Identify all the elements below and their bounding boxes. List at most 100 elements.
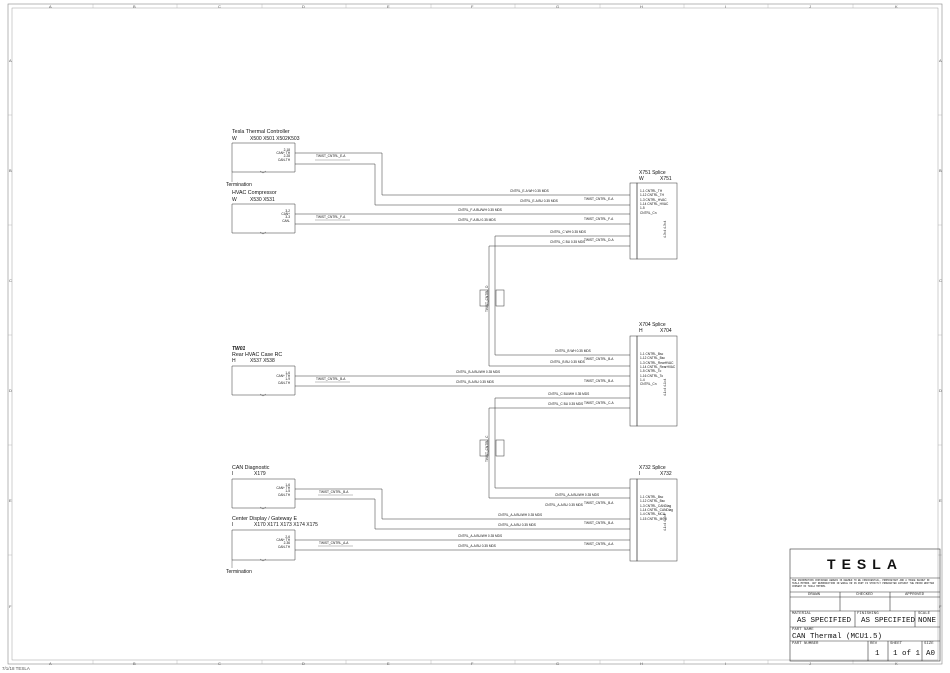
thermal-controller-connectors: X500 X501 X502K503 xyxy=(250,136,300,142)
wire-label-w13: CNTRL_A-A BU 0.35 MDS xyxy=(545,503,583,507)
finishing-value: AS SPECIFIED xyxy=(861,617,916,625)
twist-label-riser-1: TWIST_CNTRL_D xyxy=(485,285,489,312)
size-value: A0 xyxy=(926,650,936,658)
grid-col-top-c: C xyxy=(218,4,221,9)
splice-x751-conn: X751 xyxy=(660,176,672,182)
part-name-value: CAN Thermal (MCU1.5) xyxy=(792,633,883,641)
twist-label-d: TWIST_CNTRL_D-A xyxy=(584,238,614,242)
grid-row-left-c: C xyxy=(9,278,12,283)
grid-row-left-b: B xyxy=(9,168,12,173)
grid-col-top-j: J xyxy=(809,4,811,9)
splice-x704-side: 4-1=4 4-1=4 xyxy=(663,378,667,396)
wire-label-w4: CNTRL_F-A BU 0.35 MDS xyxy=(458,218,496,222)
size-label: SIZE xyxy=(924,642,934,646)
rev-label: REV xyxy=(870,642,878,646)
center-display-connectors: X170 X171 X173 X174 X175 xyxy=(254,522,318,528)
material-value: AS SPECIFIED xyxy=(797,617,852,625)
wire-label-w1: CNTRL_E-A WH 0.35 MDS xyxy=(510,189,549,193)
thermal-controller-desig: W xyxy=(232,136,237,142)
wire-label-w7: CNTRL_B-A BU/WH 0.35 MDS xyxy=(456,370,501,374)
thermal-controller-name: Tesla Thermal Controller xyxy=(232,129,290,135)
grid-row-left-d: D xyxy=(9,388,12,393)
splice-x732-pins: 1-1 CNTRL_Bsc 1-12 CNTRL_Bsc 1-3 CNTRL_C… xyxy=(640,495,673,521)
tesla-logo: TESLA xyxy=(827,556,903,572)
splice-x751-pins: 1-1 CNTRL_TH 1-12 CNTRL_TH 1-3 CNTRL_HVA… xyxy=(640,189,669,215)
termination-label-top: Termination xyxy=(226,182,252,188)
drawn-label: DRAWN xyxy=(808,593,821,597)
grid-col-top-h: H xyxy=(640,4,643,9)
wire-label-w13c: CNTRL_A-A BU 0.35 MDS xyxy=(458,544,496,548)
grid-col-top-f: F xyxy=(471,4,474,9)
can-diagnostic-wire: TWIST_CNTRL_B-A xyxy=(319,490,349,494)
grid-row-right-b: B xyxy=(939,168,942,173)
grid-col-top-i: I xyxy=(725,4,727,9)
grid-row-right-a: A xyxy=(939,58,942,63)
twist-label-aa: TWIST_CNTRL_A-A xyxy=(584,542,614,546)
grid-row-right-f: F xyxy=(939,604,942,609)
can-diagnostic-desig: I xyxy=(232,471,234,477)
rev-value: 1 xyxy=(875,650,880,658)
hvac-compressor-wire: TWIST_CNTRL_F-A xyxy=(316,215,346,219)
grid-row-left-a: A xyxy=(9,58,12,63)
grid-row-right-c: C xyxy=(939,278,942,283)
grid-col-bottom-g: G xyxy=(556,661,560,666)
rear-hvac-desig: H xyxy=(232,358,236,364)
grid-col-bottom-c: C xyxy=(218,661,221,666)
wire-label-w12b: CNTRL_A-A BU/WH 0.35 MDS xyxy=(498,513,543,517)
wire-label-w12: CNTRL_A-A BU/WH 0.35 MDS xyxy=(555,493,600,497)
wire-label-w11: CNTRL_C BU 0.35 MDS xyxy=(550,240,586,244)
part-number-label: PART NUMBER xyxy=(792,642,819,646)
part-name-label: PART NAME xyxy=(792,628,814,632)
wire-label-w9: CNTRL_C WH 0.35 MDS xyxy=(550,230,586,234)
hvac-compressor-pins: 3-2 CAN+ 3-3 CAN- xyxy=(281,209,290,223)
wire-label-w3: CNTRL_F-A BU/WH 0.35 MDS xyxy=(458,208,502,212)
wire-label-w5: CNTRL_B WH 0.35 MDS xyxy=(555,349,591,353)
grid-row-right-d: D xyxy=(939,388,942,393)
wire-label-w10: CNTRL_C BU/WH 0.35 MDS xyxy=(548,392,590,396)
splice-x704-conn: X704 xyxy=(660,328,672,334)
can-diagnostic-connectors: X179 xyxy=(254,471,266,477)
grid-col-bottom-e: E xyxy=(387,661,390,666)
twist-label-riser-2: TWIST_CNTRL_C xyxy=(485,435,489,462)
splice-x751-side: 4-3=4 4-3=4 xyxy=(663,220,667,238)
splice-x732-title: X732 Splice xyxy=(639,465,666,471)
grid-col-bottom-k: K xyxy=(895,661,898,666)
splice-x751-desig: W xyxy=(639,176,644,182)
grid-col-bottom-j: J xyxy=(809,661,811,666)
twist-label-b2: TWIST_CNTRL_B-A xyxy=(584,379,614,383)
wire-label-w6: CNTRL_B BU 0.35 MDS xyxy=(550,360,585,364)
center-display-name: Center Display / Gateway E xyxy=(232,516,298,522)
grid-col-top-g: G xyxy=(556,4,560,9)
rear-hvac-note: TW01 xyxy=(232,346,246,352)
scale-value: NONE xyxy=(918,617,937,625)
grid-row-left-e: E xyxy=(9,498,12,503)
wire-label-w13b: CNTRL_A-A BU 0.35 MDS xyxy=(498,523,536,527)
grid-col-top-e: E xyxy=(387,4,390,9)
splice-x732-conn: X732 xyxy=(660,471,672,477)
thermal-controller-wire: TWIST_CNTRL_E-A xyxy=(316,154,346,158)
footer-stamp: 7/1/18 TESLA xyxy=(2,666,30,671)
grid-row-right-e: E xyxy=(939,498,942,503)
splice-x704-title: X704 Splice xyxy=(639,322,666,328)
hvac-compressor-name: HVAC Compressor xyxy=(232,190,277,196)
grid-col-top-a: A xyxy=(49,4,52,9)
splice-x732-desig: I xyxy=(639,471,641,477)
approved-label: APPROVED xyxy=(905,593,925,597)
center-display-pins: 2-6 CAN+ TH 2-36 CAN-TH xyxy=(276,535,290,549)
grid-col-bottom-f: F xyxy=(471,661,474,666)
grid-col-bottom-h: H xyxy=(640,661,643,666)
grid-col-top-d: D xyxy=(302,4,305,9)
material-label: MATERIAL xyxy=(792,612,812,616)
termination-label-bottom: Termination xyxy=(226,569,252,575)
rear-hvac-wire: TWIST_CNTRL_B-A xyxy=(316,377,346,381)
grid-col-top-k: K xyxy=(895,4,898,9)
grid-col-bottom-i: I xyxy=(725,661,727,666)
grid-col-top-b: B xyxy=(133,4,136,9)
center-display-wire: TWIST_CNTRL_A-A xyxy=(319,541,349,545)
checked-label: CHECKED xyxy=(856,593,873,597)
rear-hvac-pins: 1-6 CAN+ TH 1-9 CAN-TH xyxy=(276,371,290,385)
wire-label-w12c: CNTRL_A-A BU/WH 0.35 MDS xyxy=(458,534,503,538)
splice-x732-side: 4-1=4 4-1=4 xyxy=(663,513,667,531)
